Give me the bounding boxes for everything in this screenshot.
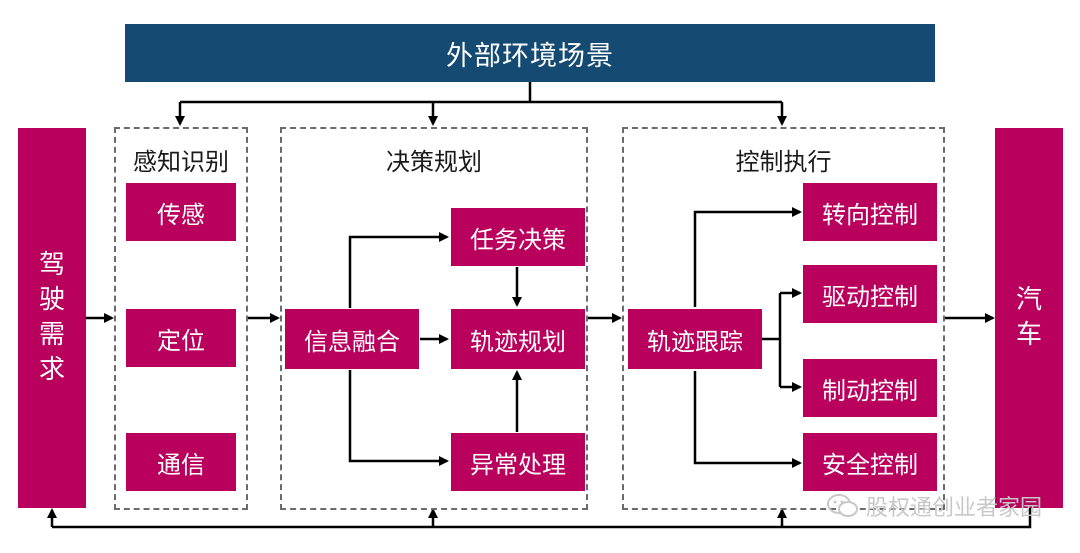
trajectory-planning-box: 轨迹规划 <box>451 309 585 369</box>
trajectory-tracking-box: 轨迹跟踪 <box>628 309 762 369</box>
safety-control-box: 安全控制 <box>803 433 937 491</box>
driving-demand-char: 需 <box>38 320 65 350</box>
wechat-icon <box>826 494 858 517</box>
communication-box: 通信 <box>126 433 236 491</box>
vehicle-char: 汽 <box>1015 284 1042 315</box>
planning-title: 决策规划 <box>386 148 482 176</box>
watermark-text: 股权通创业者家园 <box>865 496 1042 521</box>
task-decision-box: 任务决策 <box>451 208 585 266</box>
brake-control-box: 制动控制 <box>803 359 937 417</box>
driving-demand-char: 驶 <box>38 284 65 315</box>
control-title: 控制执行 <box>735 148 832 176</box>
info-fusion-box: 信息融合 <box>285 309 419 369</box>
driving-demand-char: 驾 <box>38 249 65 280</box>
vehicle-char: 车 <box>1015 320 1042 350</box>
control-group <box>622 127 945 510</box>
driving-demand-box: 驾 驶 需 求 <box>18 128 86 508</box>
positioning-box: 定位 <box>126 309 236 367</box>
drive-control-box: 驱动控制 <box>803 265 937 323</box>
perception-group <box>114 127 248 510</box>
environment-label: 外部环境场景 <box>446 40 614 72</box>
driving-demand-char: 求 <box>38 355 65 386</box>
sensing-box: 传感 <box>126 183 236 241</box>
steering-control-box: 转向控制 <box>803 183 937 241</box>
watermark: 股权通创业者家园 <box>826 490 1042 522</box>
perception-title: 感知识别 <box>133 148 229 176</box>
planning-group <box>280 127 588 510</box>
vehicle-box: 汽 车 <box>995 128 1063 508</box>
environment-banner: 外部环境场景 <box>125 24 935 82</box>
exception-handling-box: 异常处理 <box>451 433 585 491</box>
